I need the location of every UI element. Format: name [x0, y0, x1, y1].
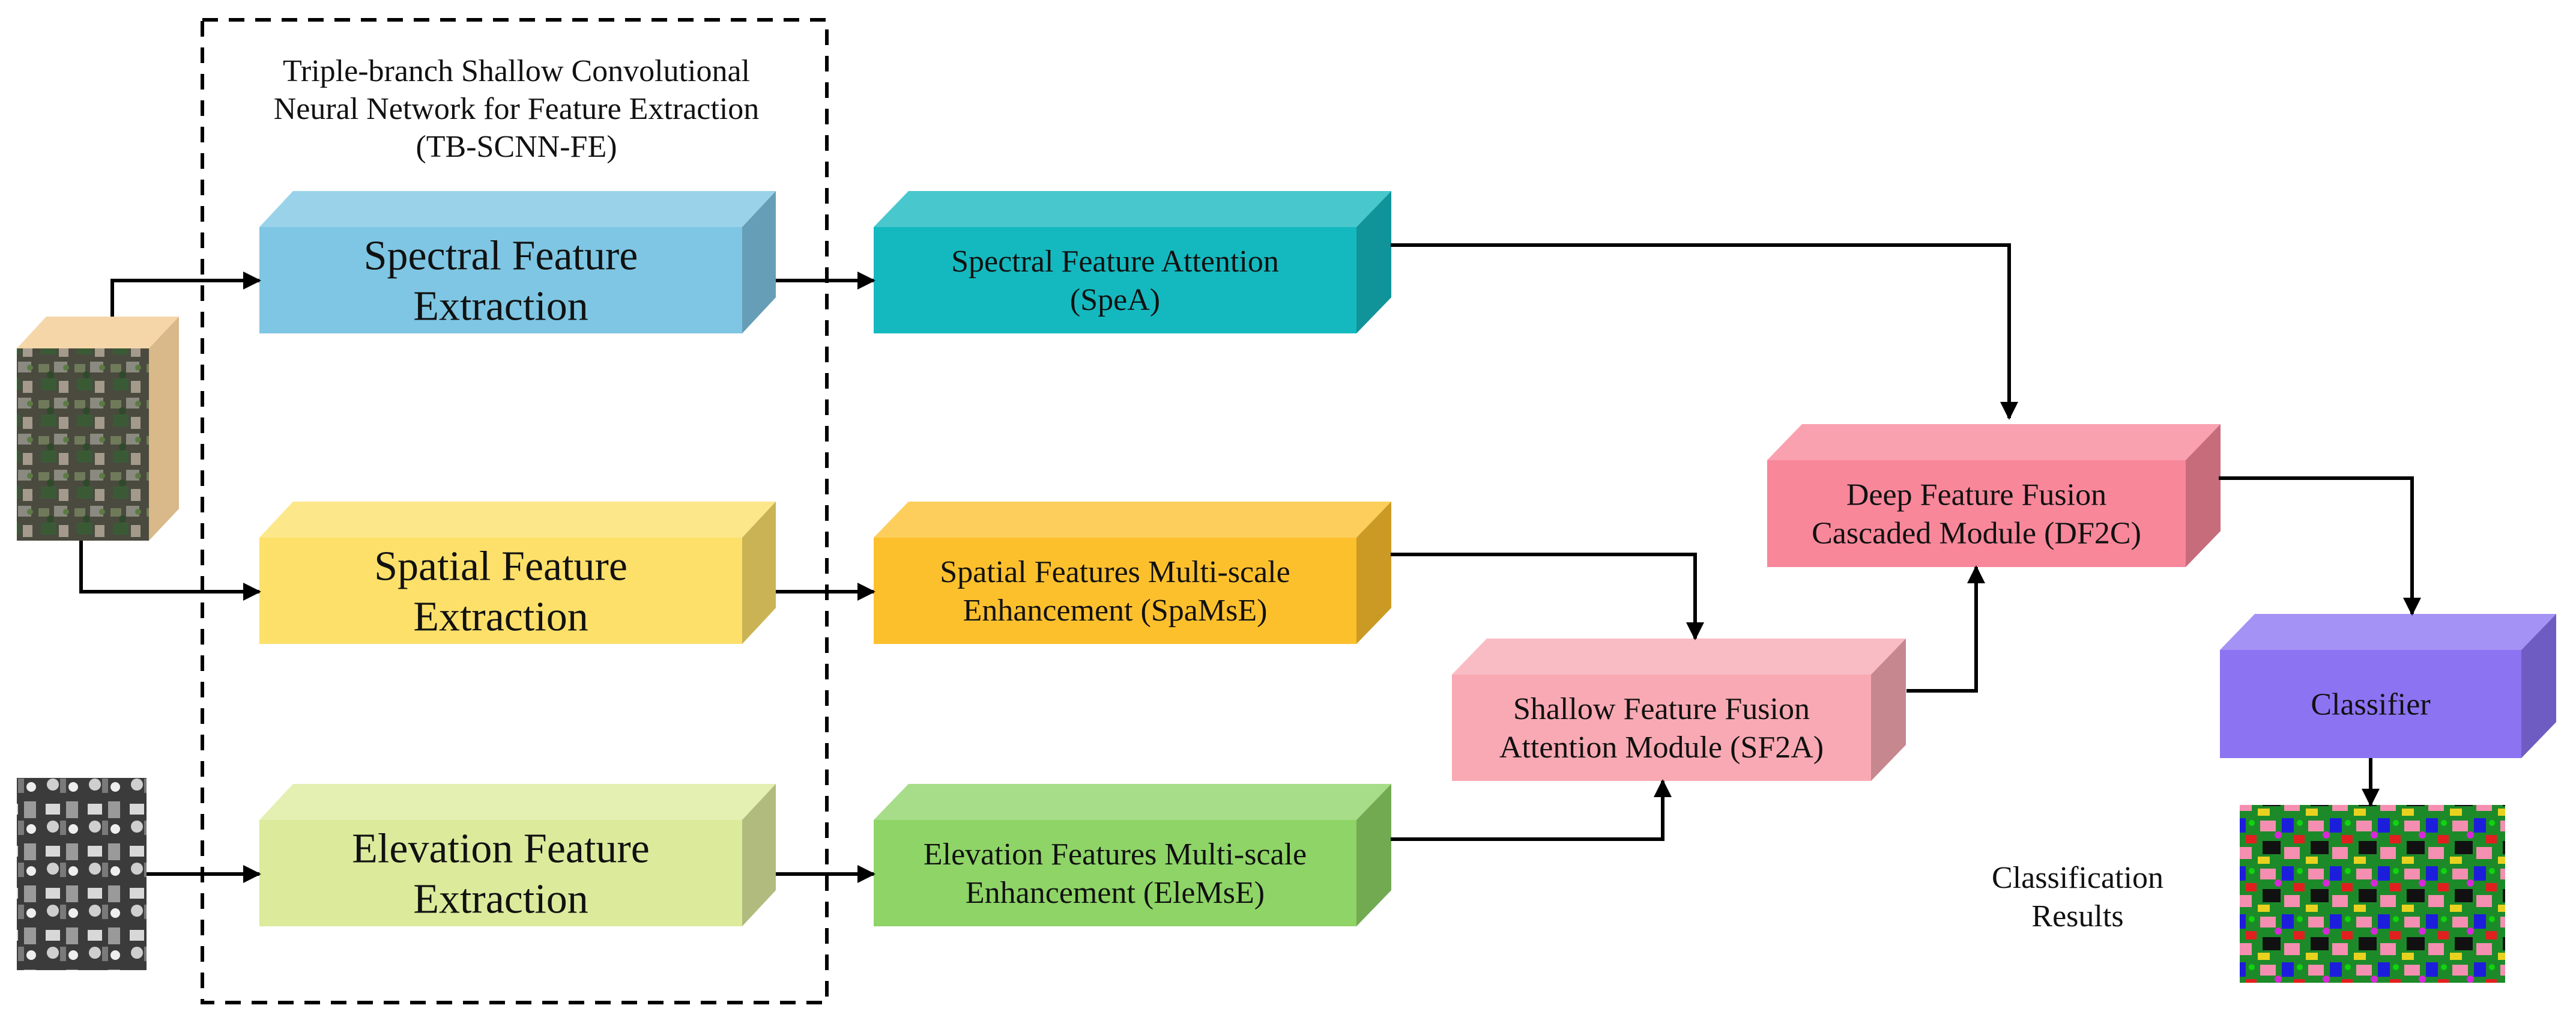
spea-label-line-2: (SpeA) — [1070, 283, 1160, 317]
spatial-extraction-label-line-2: Extraction — [413, 593, 588, 640]
tb-scnn-fe-title-line-1: Triple-branch Shallow Convolutional — [283, 54, 750, 88]
sf2a-label-line-1: Shallow Feature Fusion — [1513, 692, 1810, 726]
df2c-front-face — [1767, 460, 2186, 567]
sf2a-label-line-2: Attention Module (SF2A) — [1499, 730, 1824, 765]
spea-block: Spectral Feature Attention (SpeA) — [874, 191, 1391, 333]
df2c-label-line-1: Deep Feature Fusion — [1846, 478, 2106, 512]
spamse-label-line-2: Enhancement (SpaMsE) — [963, 593, 1268, 628]
spea-side-face — [1356, 191, 1391, 333]
spectral-extraction-label-line-1: Spectral Feature — [364, 232, 638, 279]
tb-scnn-fe-title-line-2: Neural Network for Feature Extraction — [274, 92, 760, 126]
classification-map-image — [2240, 805, 2505, 983]
elevation-extraction-side-face — [742, 784, 776, 926]
spectral-extraction-label-line-2: Extraction — [413, 283, 588, 329]
arrow-sf2a-to-df2c — [1906, 565, 1985, 693]
spatial-extraction-top-face — [259, 502, 776, 538]
elevation-extraction-front-face — [259, 820, 742, 926]
spatial-extraction-label-line-1: Spatial Feature — [374, 543, 627, 589]
elemse-block: Elevation Features Multi-scaleEnhancemen… — [874, 784, 1391, 926]
classifier-label-line-1: Classifier — [2311, 688, 2430, 722]
lidar-input-image — [17, 778, 147, 970]
arrow-input-to-spatial — [79, 541, 261, 601]
classifier-front-face — [2220, 650, 2521, 758]
df2c-top-face — [1767, 424, 2221, 460]
df2c-label-line-2: Cascaded Module (DF2C) — [1812, 517, 2141, 551]
arrow-spamse-to-sf2a — [1391, 553, 1704, 640]
elevation-extraction-label-line-2: Extraction — [413, 876, 588, 922]
sf2a-front-face — [1452, 675, 1871, 781]
classifier-block: Classifier — [2220, 614, 2556, 758]
arrow-elemse-to-sf2a — [1391, 779, 1672, 841]
sf2a-top-face — [1452, 639, 1906, 675]
spea-top-face — [874, 191, 1391, 227]
spectral-extraction-top-face — [259, 191, 776, 227]
classifier-side-face — [2521, 614, 2556, 758]
spectral-extraction-side-face — [742, 191, 776, 333]
connectors — [79, 243, 2421, 883]
classifier-top-face — [2220, 614, 2556, 650]
spectral-extraction-front-face — [259, 227, 742, 333]
elemse-label-line-2: Enhancement (EleMsE) — [966, 876, 1265, 910]
elemse-front-face — [874, 820, 1356, 926]
elevation-extraction-label-line-1: Elevation Feature — [352, 825, 650, 872]
spamse-block: Spatial Features Multi-scaleEnhancement … — [874, 502, 1391, 644]
spea-front-face — [874, 227, 1356, 333]
arrow-df2c-to-classifier — [2219, 476, 2421, 616]
spamse-top-face — [874, 502, 1391, 538]
classification-results-label-line-1: Classification — [1992, 861, 2163, 895]
hyperspectral-input-image — [17, 317, 179, 541]
spamse-label-line-1: Spatial Features Multi-scale — [940, 555, 1290, 589]
classification-results-label-line-2: Results — [2031, 899, 2123, 933]
spamse-front-face — [874, 538, 1356, 644]
spatial-extraction-front-face — [259, 538, 742, 644]
tb-scnn-fe-title-line-3: (TB-SCNN-FE) — [416, 130, 617, 164]
elemse-top-face — [874, 784, 1391, 820]
tb-scnn-fe-frame — [201, 18, 829, 1004]
df2c-side-face — [2186, 424, 2221, 567]
arrow-spea-to-df2c — [1391, 243, 2018, 420]
elevation-extraction-top-face — [259, 784, 776, 820]
elemse-label-line-1: Elevation Features Multi-scale — [924, 837, 1307, 872]
spamse-side-face — [1356, 502, 1391, 644]
spea-label-line-1: Spectral Feature Attention — [951, 244, 1279, 279]
arrow-input-to-spectral — [110, 272, 261, 317]
spatial-extraction-side-face — [742, 502, 776, 644]
sf2a-side-face — [1871, 639, 1906, 781]
elemse-side-face — [1356, 784, 1391, 926]
